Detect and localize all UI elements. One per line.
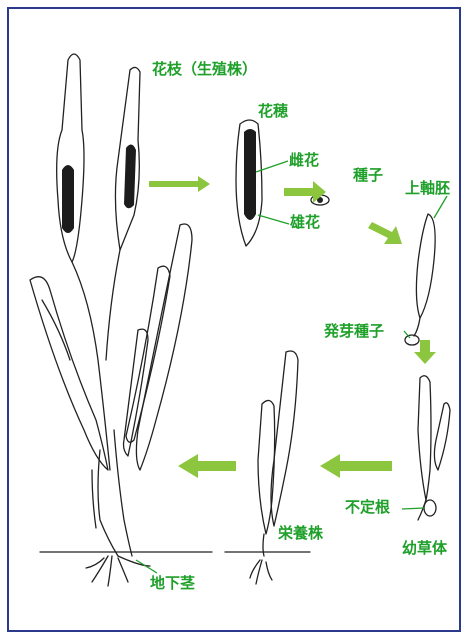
label-epicotyl: 上軸胚 <box>405 181 450 196</box>
label-female-flower: 雌花 <box>289 153 319 168</box>
label-seedling: 幼草体 <box>402 541 447 556</box>
arrow-right-icon <box>149 176 210 192</box>
arrow-down-right-icon <box>368 222 402 244</box>
label-rhizome: 地下茎 <box>150 576 195 591</box>
label-seed: 種子 <box>353 168 383 183</box>
label-male-flower: 雄花 <box>290 215 320 230</box>
arrow-left-icon <box>178 454 236 478</box>
vegetative-shoot-illustration <box>225 351 310 584</box>
label-germinating-seed: 発芽種子 <box>324 324 384 339</box>
label-adventitious-root: 不定根 <box>345 500 390 515</box>
arrow-left-icon <box>320 454 392 478</box>
mature-plant-illustration <box>30 54 212 586</box>
epicotyl-illustration <box>405 214 435 345</box>
label-vegetative-shoot: 栄養株 <box>278 526 323 541</box>
young-plant-illustration <box>418 376 450 520</box>
label-flowering-shoot: 花枝（生殖株） <box>152 62 257 77</box>
label-spike: 花穂 <box>258 104 288 119</box>
